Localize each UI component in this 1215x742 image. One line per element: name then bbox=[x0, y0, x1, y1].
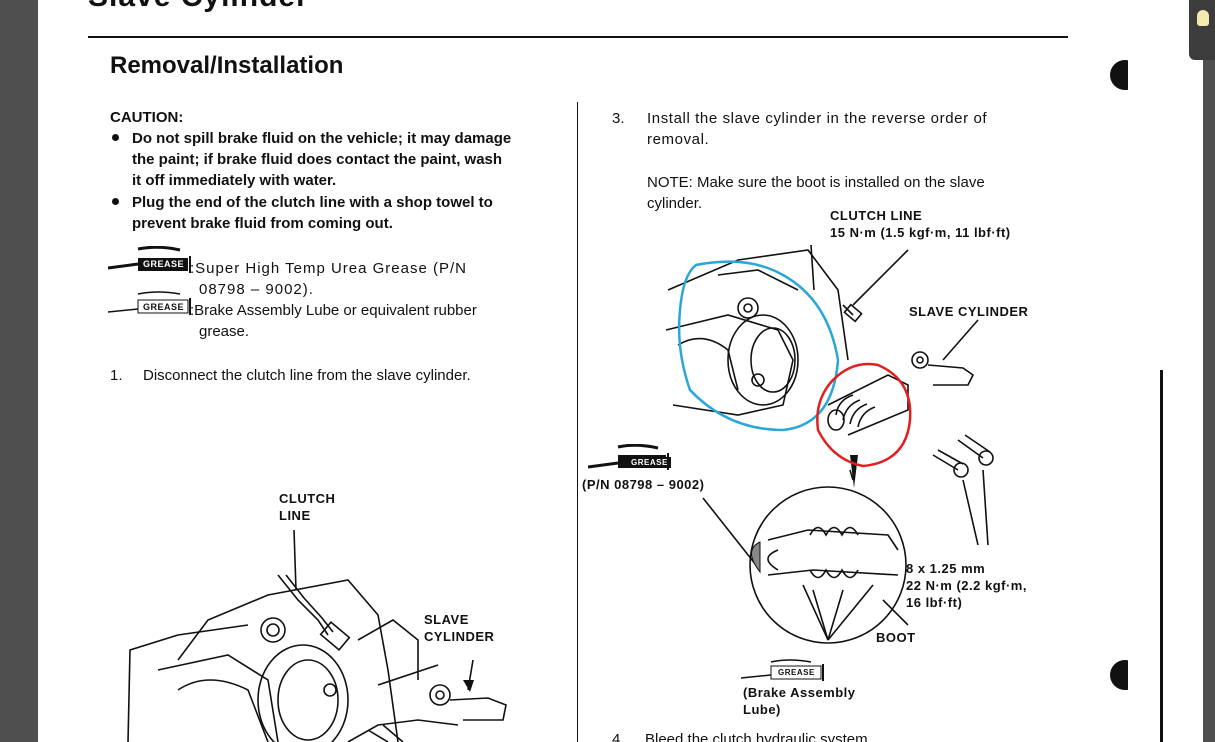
grease-badge: GREASE bbox=[140, 259, 188, 270]
step-3-number: 3. bbox=[612, 110, 625, 127]
clutch-line-label: CLUTCH LINE bbox=[279, 491, 336, 523]
binding-mark bbox=[1110, 60, 1128, 90]
removal-diagram bbox=[127, 529, 507, 742]
page-edge-line bbox=[1160, 370, 1163, 742]
grease-tube-icon bbox=[741, 659, 824, 681]
lightbulb-icon bbox=[1197, 10, 1209, 26]
grease-1-text: :Super High Temp Urea Grease (P/N 08798 … bbox=[190, 260, 467, 298]
caution-bullet-1: Do not spill brake fluid on the vehicle;… bbox=[132, 130, 512, 189]
column-divider bbox=[577, 102, 578, 742]
manual-page: Slave Cylinder Removal/Installation CAUT… bbox=[38, 0, 1203, 742]
slave-cylinder-callout: SLAVE CYLINDER bbox=[909, 304, 1029, 319]
note-text: NOTE: Make sure the boot is installed on… bbox=[647, 174, 985, 212]
step-4-number: 4. bbox=[612, 731, 625, 742]
binding-mark bbox=[1110, 660, 1128, 690]
boot-callout: BOOT bbox=[876, 630, 916, 645]
clutch-line-callout: CLUTCH LINE 15 N·m (1.5 kgf·m, 11 lbf·ft… bbox=[830, 208, 1011, 240]
part-number-label: (P/N 08798 – 9002) bbox=[582, 477, 705, 492]
grease-tube-icon bbox=[108, 291, 191, 315]
lube-callout: (Brake Assembly Lube) bbox=[743, 685, 856, 717]
hint-button[interactable] bbox=[1189, 0, 1215, 60]
bolt-spec-callout: 8 x 1.25 mm 22 N·m (2.2 kgf·m, 16 lbf·ft… bbox=[906, 561, 1027, 610]
installation-diagram bbox=[665, 244, 994, 644]
grease-badge: GREASE bbox=[628, 457, 671, 468]
grease-badge: GREASE bbox=[143, 302, 185, 312]
caution-label: CAUTION: bbox=[110, 109, 184, 126]
bullet-dot bbox=[112, 134, 119, 141]
grease-2-text: :Brake Assembly Lube or equivalent rubbe… bbox=[190, 302, 477, 340]
caution-bullet-2: Plug the end of the clutch line with a s… bbox=[132, 194, 493, 232]
step-1-number: 1. bbox=[110, 367, 123, 384]
step-1-text: Disconnect the clutch line from the slav… bbox=[143, 367, 471, 384]
step-3-text: Install the slave cylinder in the revers… bbox=[647, 110, 988, 148]
step-4-text: Bleed the clutch hydraulic system. bbox=[645, 731, 872, 742]
slave-cylinder-label: SLAVE CYLINDER bbox=[424, 612, 495, 644]
section-title: Slave Cylinder bbox=[88, 0, 309, 14]
title-rule bbox=[88, 36, 1068, 38]
grease-badge: GREASE bbox=[778, 668, 815, 677]
page-heading: Removal/Installation bbox=[110, 52, 344, 79]
bullet-dot bbox=[112, 198, 119, 205]
